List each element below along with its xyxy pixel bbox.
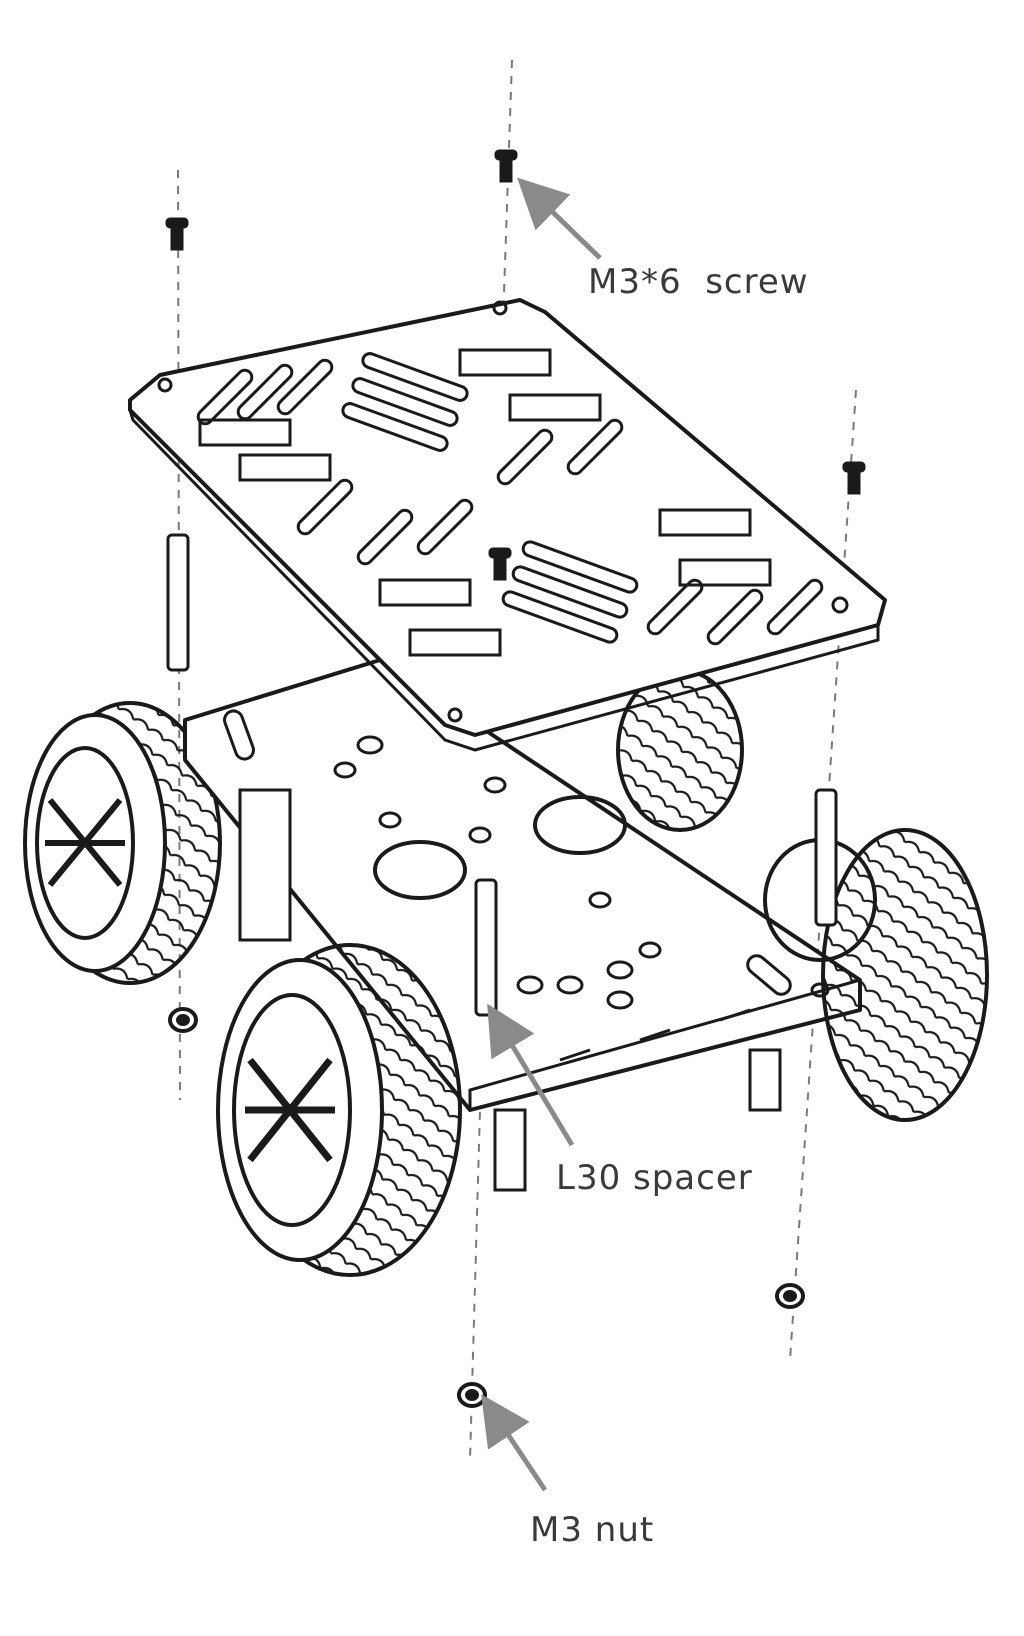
spacer-right [814, 788, 838, 927]
nut-label: M3 nut [530, 1510, 655, 1550]
spacers [166, 533, 838, 1017]
screw-center [494, 149, 518, 183]
nut-right [775, 1283, 805, 1309]
arrow-spacer [487, 1003, 575, 1147]
spacer-front-center [474, 878, 498, 1017]
nut-left [168, 1007, 198, 1033]
arrow-nut [481, 1394, 548, 1492]
motor-housing [238, 788, 292, 942]
rear-left-wheel [23, 701, 222, 985]
spacer-rear-left [166, 533, 190, 672]
top-plate [128, 298, 887, 752]
arrow-screw [517, 177, 602, 260]
screw-label: M3*6 screw [588, 262, 809, 302]
screw-right [842, 461, 866, 495]
screws [165, 149, 866, 581]
screw-middle [488, 547, 512, 581]
nuts [168, 1007, 805, 1408]
nut-center [457, 1382, 487, 1408]
front-left-wheel [216, 943, 462, 1277]
screw-left [165, 217, 189, 251]
motor-mount [493, 1108, 527, 1192]
spacer-label: L30 spacer [556, 1158, 753, 1198]
front-right-wheel [763, 828, 989, 1122]
callout-arrows [481, 177, 602, 1492]
